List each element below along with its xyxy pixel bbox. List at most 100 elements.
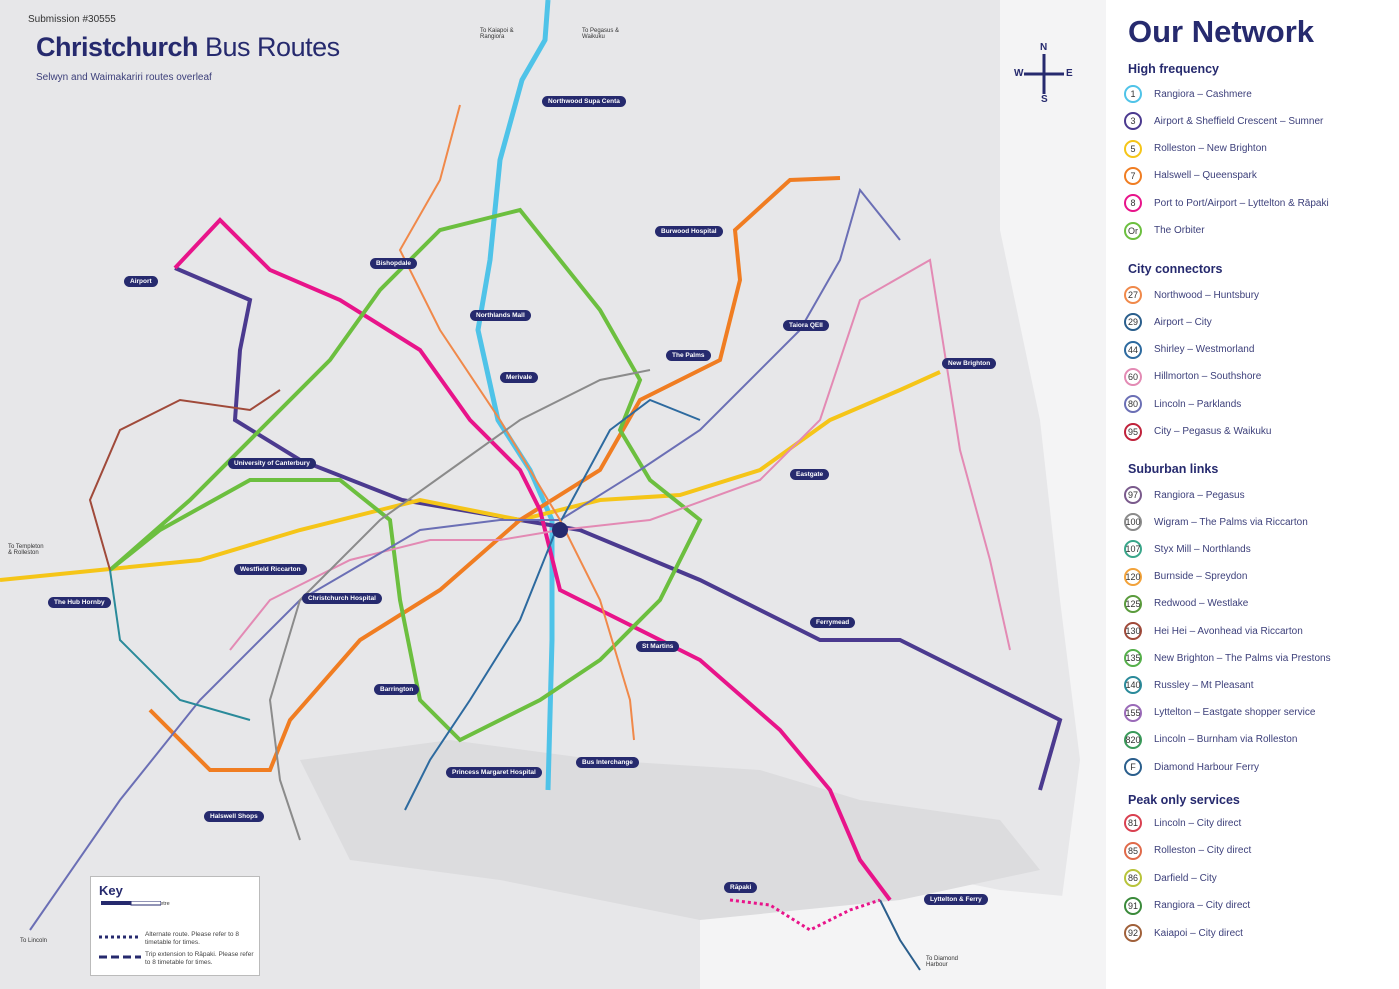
route-name: Rolleston – New Brighton: [1154, 143, 1267, 155]
label-ferrymead[interactable]: Ferrymead: [810, 617, 856, 628]
route-badge: 1: [1124, 85, 1142, 103]
route-badge: 60: [1124, 367, 1142, 386]
route-legend-row[interactable]: 140 Russley – Mt Pleasant: [1124, 675, 1254, 695]
route-100-line: [268, 369, 651, 841]
route-badge: 820: [1124, 730, 1142, 749]
label-uc[interactable]: University of Canterbury: [228, 458, 316, 469]
label-burwood[interactable]: Burwood Hospital: [655, 226, 723, 237]
label-barrington[interactable]: Barrington: [374, 684, 420, 695]
route-name: City – Pegasus & Waikuku: [1154, 426, 1272, 437]
route-name: Darfield – City: [1154, 872, 1217, 884]
label-northlands[interactable]: Northlands Mall: [470, 310, 531, 321]
sea-area: [1000, 0, 1106, 989]
label-chch-hosp[interactable]: Christchurch Hospital: [302, 593, 382, 604]
label-merivale[interactable]: Merivale: [500, 372, 539, 383]
compass-icon: [1024, 54, 1064, 94]
route-name: Lincoln – Parklands: [1154, 398, 1242, 410]
route-name: Russley – Mt Pleasant: [1154, 679, 1254, 691]
key-dashed-icon: [99, 955, 141, 959]
route-name: Port to Port/Airport – Lyttelton & Rāpak…: [1154, 197, 1329, 209]
route-badge: 120: [1124, 567, 1142, 586]
section-heading: Peak only services: [1128, 793, 1240, 807]
compass-w: W: [1014, 68, 1024, 79]
route-badge: 81: [1124, 814, 1142, 832]
route-legend-row[interactable]: 130 Hei Hei – Avonhead via Riccarton: [1124, 621, 1303, 641]
route-name: Rolleston – City direct: [1154, 845, 1252, 857]
route-badge: 27: [1124, 286, 1142, 304]
route-name: The Orbiter: [1154, 225, 1205, 236]
route-legend-row[interactable]: 8 Port to Port/Airport – Lyttelton & Rāpa…: [1124, 193, 1329, 213]
route-badge: 125: [1124, 594, 1142, 613]
label-stmartins[interactable]: St Martins: [636, 641, 680, 652]
label-hub-hornby[interactable]: The Hub Hornby: [48, 597, 111, 608]
label-northwood[interactable]: Northwood Supa Centa: [542, 96, 626, 107]
route-legend-row[interactable]: 80 Lincoln – Parklands: [1124, 394, 1241, 414]
label-palms[interactable]: The Palms: [666, 350, 711, 361]
route-badge: 80: [1124, 395, 1142, 414]
label-halswell[interactable]: Halswell Shops: [204, 811, 264, 822]
section-heading: Suburban links: [1128, 462, 1219, 476]
route-60-line: [229, 258, 1011, 651]
route-map[interactable]: Submission #30555 Christchurch Bus Route…: [0, 0, 1106, 989]
route-name: Styx Mill – Northlands: [1154, 543, 1251, 555]
key-scale-bar: 0 0.5 1 kilometre: [101, 901, 170, 907]
route-map-svg: [0, 0, 1106, 989]
label-taiora[interactable]: Taiora QEII: [783, 320, 829, 331]
compass-rose: N S E W: [1014, 42, 1073, 105]
route-legend-row[interactable]: 135 New Brighton – The Palms via Prestons: [1124, 648, 1331, 668]
compass-s: S: [1041, 94, 1048, 105]
route-badge: 135: [1124, 649, 1142, 668]
label-newbrighton[interactable]: New Brighton: [942, 358, 997, 369]
route-name: Wigram – The Palms via Riccarton: [1154, 516, 1308, 528]
route-44-line: [404, 398, 701, 811]
route-name: New Brighton – The Palms via Prestons: [1154, 652, 1331, 664]
to-kaiapoi-text: To Kaiapoi & Rangiora: [480, 28, 514, 40]
label-lyttelton[interactable]: Lyttelton & Ferry: [924, 894, 988, 905]
route-badge: 140: [1124, 676, 1142, 695]
route-130-line: [88, 389, 281, 571]
route-badge: 44: [1124, 340, 1142, 359]
label-bishopdale[interactable]: Bishopdale: [370, 258, 418, 269]
route-badge: 91: [1124, 896, 1142, 915]
label-pmh[interactable]: Princess Margaret Hospital: [446, 767, 542, 778]
scale-bar-icon: [101, 901, 161, 906]
map-title-rest: Bus Routes: [198, 32, 340, 62]
route-name: Hei Hei – Avonhead via Riccarton: [1154, 625, 1303, 637]
section-heading: High frequency: [1128, 62, 1219, 76]
label-businterchange[interactable]: Bus Interchange: [576, 757, 639, 768]
route-badge: 130: [1124, 622, 1142, 640]
label-airport[interactable]: Airport: [124, 276, 158, 287]
to-templeton-text: To Templeton & Rolleston: [8, 544, 44, 556]
label-eastgate[interactable]: Eastgate: [790, 469, 830, 480]
label-westfield[interactable]: Westfield Riccarton: [234, 564, 307, 575]
route-name: Lyttelton – Eastgate shopper service: [1154, 707, 1316, 719]
key-alt-route-text: Alternate route. Please refer to 8 timet…: [145, 931, 239, 946]
section-heading: City connectors: [1128, 262, 1223, 276]
label-rapaki[interactable]: Rāpaki: [724, 882, 758, 893]
route-badge: 8: [1124, 194, 1142, 213]
route-3-line: [174, 266, 1063, 791]
